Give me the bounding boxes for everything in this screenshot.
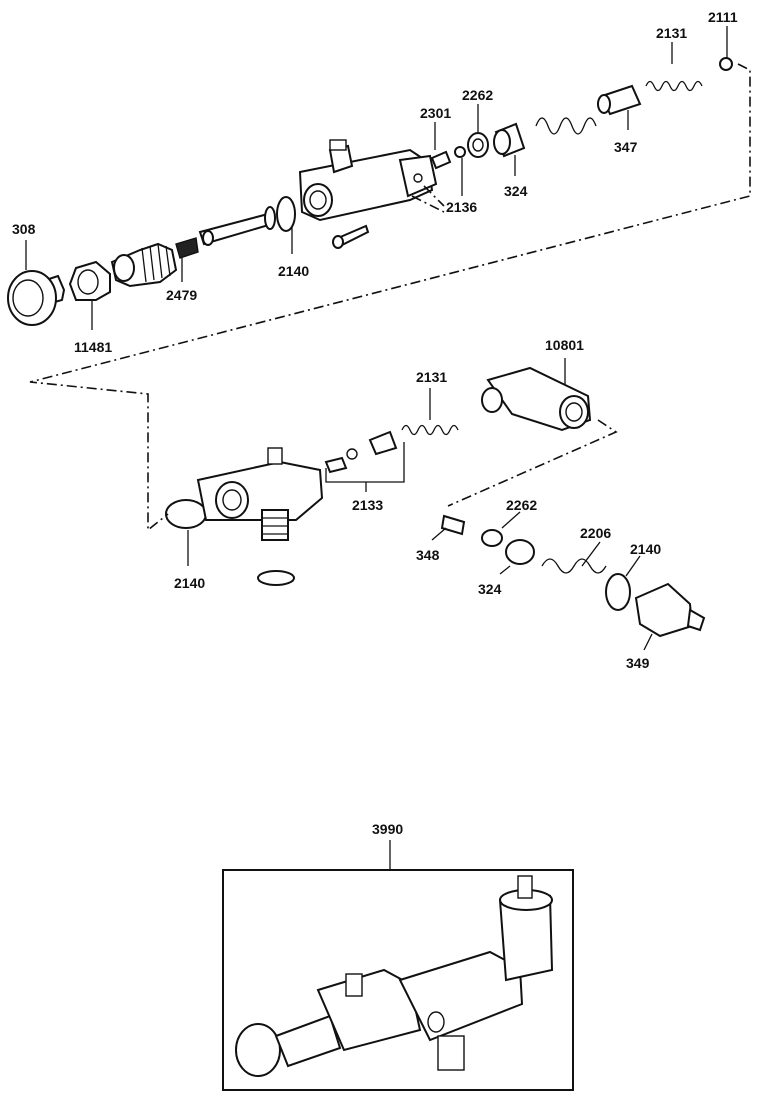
part-oring-2140-right [605,573,631,611]
part-spring-2131-mid [401,424,459,436]
label-2133: 2133 [352,497,383,513]
label-2140-left: 2140 [174,575,205,591]
label-2206: 2206 [580,525,611,541]
part-labels: 2111 2131 2262 2301 347 324 2136 308 214… [12,9,738,837]
label-2479: 2479 [166,287,197,303]
part-oring-2140-top [276,196,296,232]
part-t-housing-10801 [481,366,592,432]
part-washer-bottom [257,570,295,586]
part-plug-347 [597,84,642,116]
label-324-mid: 324 [478,581,502,597]
part-ring-2262-top [467,132,489,158]
label-324-top: 324 [504,183,528,199]
label-2111: 2111 [708,9,738,25]
label-10801: 10801 [545,337,584,353]
label-2301: 2301 [420,105,451,121]
part-knob-308 [7,270,66,326]
label-2131-top: 2131 [656,25,687,41]
part-spring-2206 [541,558,607,574]
label-308: 308 [12,221,36,237]
label-3990: 3990 [372,821,403,837]
middle-assembly [165,366,706,638]
label-2262-top: 2262 [462,87,493,103]
part-oring-2140-left [165,499,207,529]
part-pin-348 [440,514,466,536]
part-cup-324-mid [505,539,535,565]
part-seal-2479 [175,237,199,259]
label-2140-right: 2140 [630,541,661,557]
inset-assembled-unit [235,875,554,1077]
label-348: 348 [416,547,440,563]
label-347: 347 [614,139,638,155]
part-cup-324-top [493,122,526,158]
label-2136: 2136 [446,199,477,215]
part-screw [332,224,370,249]
part-fitting-349 [634,582,706,638]
top-assembly [7,57,733,326]
label-2131-mid: 2131 [416,369,447,385]
part-valve-set-2133 [324,430,398,474]
assembly-dashed-lines [29,63,751,532]
part-valve-body [110,242,178,288]
label-2140-top: 2140 [278,263,309,279]
part-pin-2301 [430,150,452,170]
label-2262-mid: 2262 [506,497,537,513]
part-main-housing [298,139,438,222]
part-ball-2111 [719,57,733,71]
part-nut-11481 [68,260,111,301]
label-349: 349 [626,655,650,671]
part-washer-2136 [454,146,466,158]
part-valve-housing-left [196,447,324,541]
label-11481: 11481 [74,339,112,355]
part-spring-top [535,117,597,135]
part-ring-2262-mid [481,529,503,547]
part-spring-2131-top [645,80,703,92]
part-push-rod [198,206,276,246]
leader-lines [25,26,728,870]
